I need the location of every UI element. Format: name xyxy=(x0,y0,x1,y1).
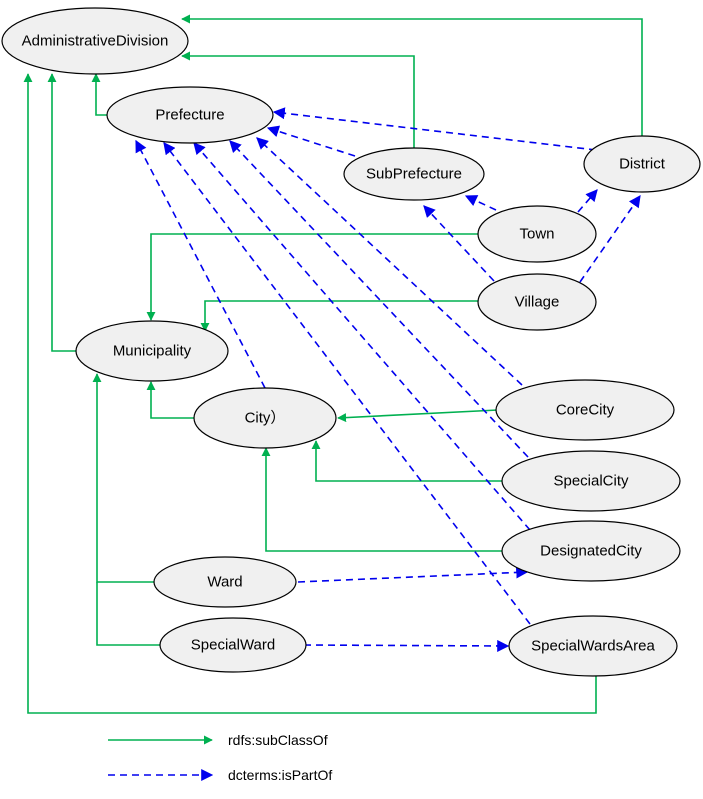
node-label: SpecialCity xyxy=(553,473,629,490)
node-label: SpecialWard xyxy=(191,637,275,654)
edge-subprefecture-subclassof-administrativedivision xyxy=(181,51,415,152)
edge-specialcity-ispartof-prefecture xyxy=(229,140,529,458)
edge-city-ispartof-prefecture xyxy=(135,139,266,389)
node-ward: Ward xyxy=(153,556,297,608)
node-village: Village xyxy=(477,273,597,331)
edge-city-subclassof-municipality xyxy=(146,381,196,419)
node-specialwardsarea: SpecialWardsArea xyxy=(508,615,678,677)
node-label: Ward xyxy=(207,574,242,591)
node-administrative-division: AdministrativeDivision xyxy=(1,7,189,75)
edge-specialwardsarea-subclassof-administrativedivision xyxy=(23,73,597,714)
node-prefecture: Prefecture xyxy=(106,86,274,144)
edge-specialwardsarea-ispartof-prefecture xyxy=(163,142,531,625)
edge-village-ispartof-district xyxy=(579,195,641,283)
edge-ward-subclassof-municipality xyxy=(92,373,154,583)
edge-town-ispartof-district xyxy=(577,189,598,213)
node-district: District xyxy=(583,135,701,193)
edge-village-subclassof-municipality xyxy=(200,300,478,332)
node-label: City） xyxy=(245,410,286,427)
legend-subclass-label: rdfs:subClassOf xyxy=(228,732,328,748)
edge-town-ispartof-subprefecture xyxy=(464,195,497,211)
edge-village-ispartof-subprefecture xyxy=(423,205,495,282)
edge-ward-ispartof-designatedcity xyxy=(297,566,529,583)
edge-specialcity-subclassof-city xyxy=(311,440,502,482)
legend: rdfs:subClassOf dcterms:isPartOf xyxy=(108,732,332,783)
edge-district-ispartof-prefecture xyxy=(272,107,597,151)
edge-subprefecture-ispartof-prefecture xyxy=(266,125,356,157)
edge-district-subclassof-administrativedivision xyxy=(181,14,643,137)
node-label: DesignatedCity xyxy=(540,543,642,560)
node-label: Village xyxy=(515,294,560,311)
node-label: Prefecture xyxy=(155,107,224,124)
edge-corecity-subclassof-city xyxy=(337,409,499,423)
node-town: Town xyxy=(477,205,597,263)
edge-specialward-ispartof-specialwardsarea xyxy=(303,639,510,652)
node-label: CoreCity xyxy=(556,402,615,419)
node-label: District xyxy=(619,156,666,173)
node-specialward: SpecialWard xyxy=(159,617,307,673)
ispartof-edges xyxy=(135,107,641,652)
legend-ispartof-label: dcterms:isPartOf xyxy=(228,767,332,783)
edge-town-subclassof-municipality xyxy=(146,233,478,321)
edge-prefecture-subclassof-administrativedivision xyxy=(91,73,108,116)
node-corecity: CoreCity xyxy=(495,379,675,441)
node-subprefecture: SubPrefecture xyxy=(343,147,485,201)
node-label: Town xyxy=(519,226,554,243)
node-designatedcity: DesignatedCity xyxy=(501,520,681,582)
node-label: AdministrativeDivision xyxy=(22,33,169,50)
node-specialcity: SpecialCity xyxy=(501,450,681,512)
node-municipality: Municipality xyxy=(75,320,229,382)
node-city: City） xyxy=(193,387,337,449)
edge-designatedcity-ispartof-prefecture xyxy=(193,142,531,531)
node-label: Municipality xyxy=(113,343,192,360)
subclass-edges xyxy=(23,14,643,714)
edge-municipality-subclassof-administrativedivision xyxy=(47,73,78,352)
edge-specialward-subclassof-municipality xyxy=(96,582,160,646)
edge-designatedcity-subclassof-city xyxy=(261,447,503,552)
edge-corecity-ispartof-prefecture xyxy=(256,137,523,386)
node-label: SubPrefecture xyxy=(366,166,462,183)
node-label: SpecialWardsArea xyxy=(531,638,655,655)
